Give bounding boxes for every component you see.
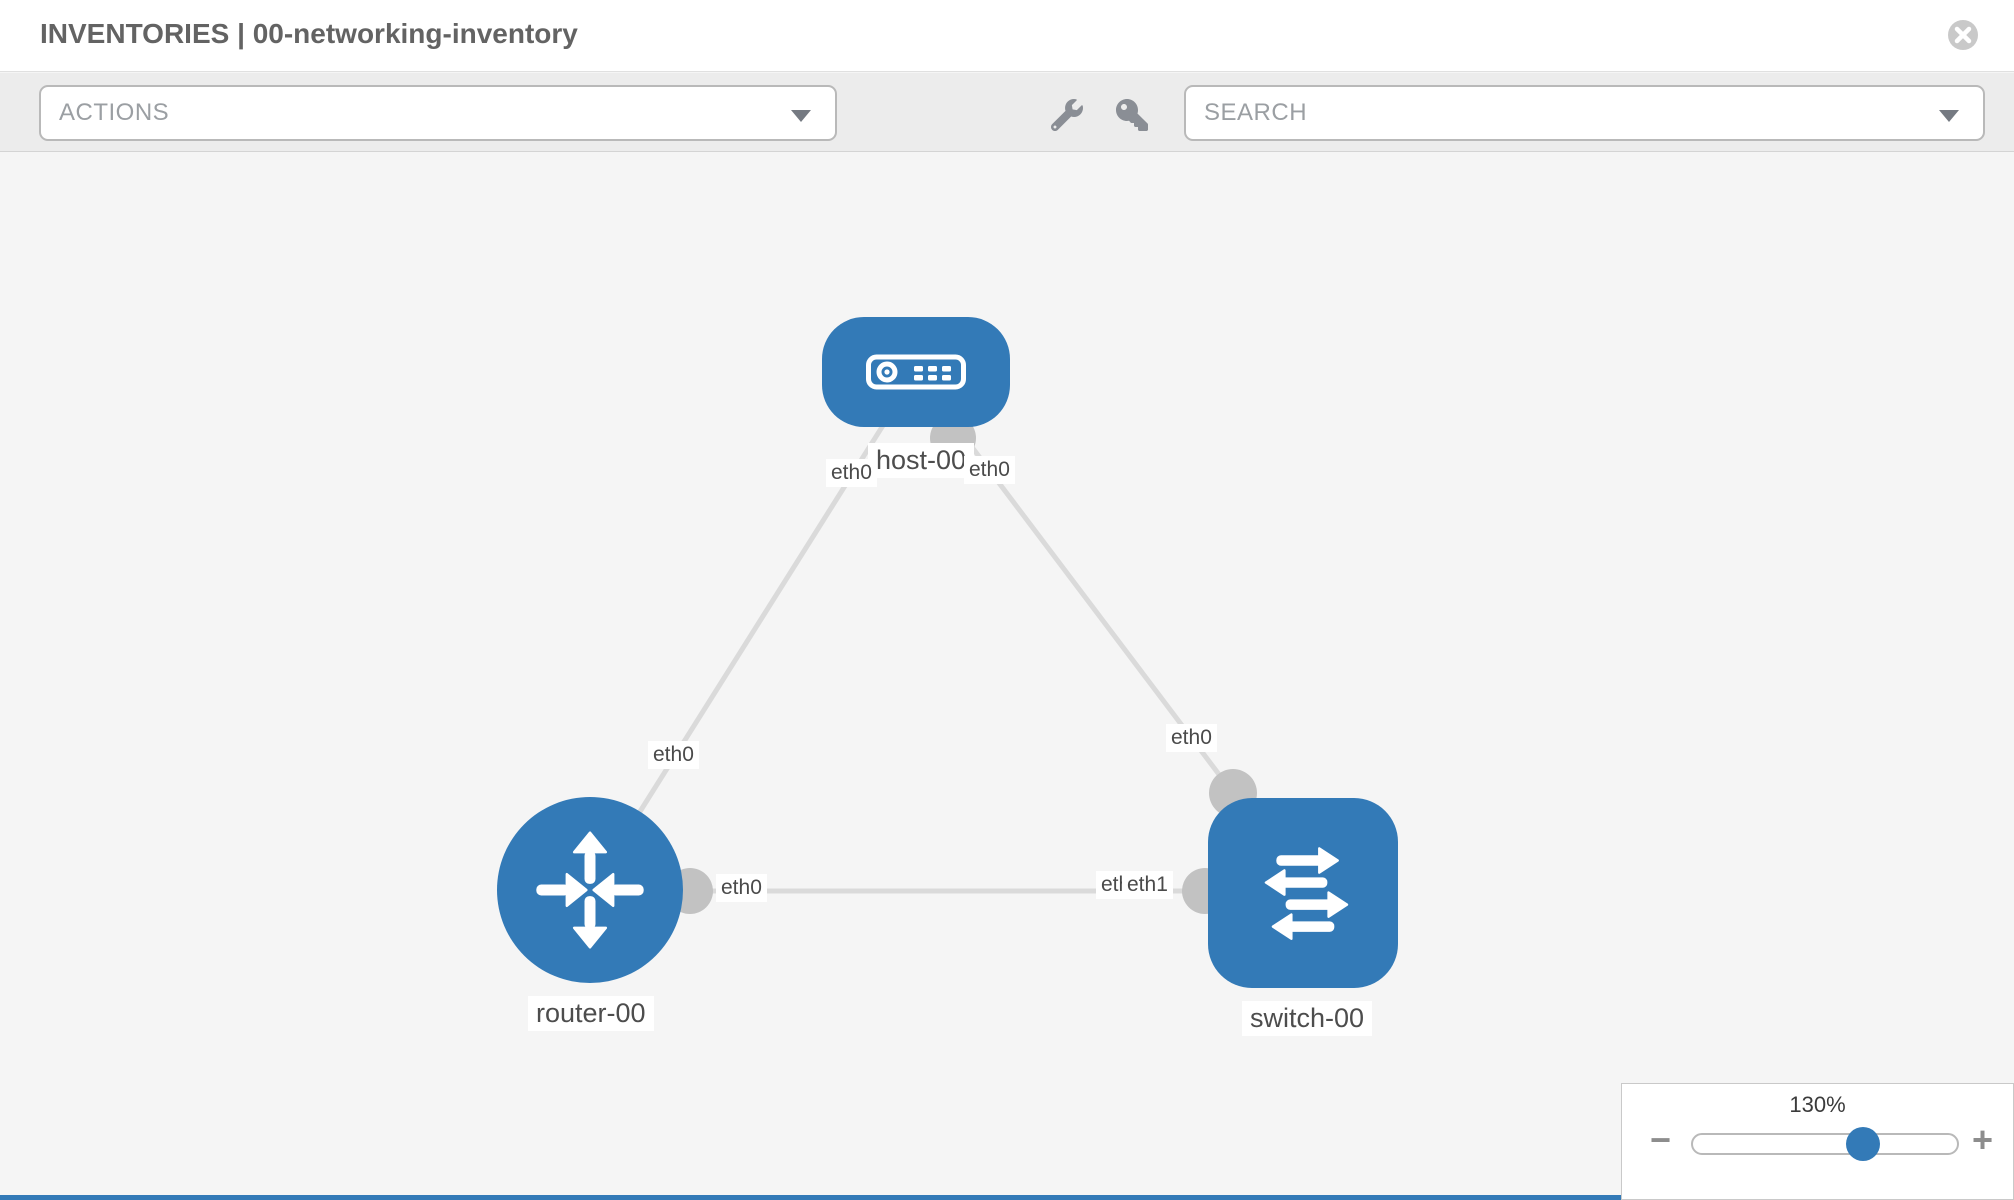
actions-dropdown[interactable]: ACTIONS [39,85,837,141]
iface-label-switch-top: eth0 [1166,724,1217,753]
zoom-out-button[interactable]: − [1650,1119,1672,1160]
node-host-00[interactable] [822,317,1010,427]
iface-label-host-right: eth0 [964,456,1015,485]
iface-label-router-right: eth0 [716,874,767,903]
zoom-control: 130% − + [1621,1083,2014,1200]
iface-label-host-left: eth0 [826,459,877,488]
zoom-slider-track[interactable] [1691,1133,1959,1155]
bottom-accent-bar [0,1195,1621,1200]
wrench-icon [1051,99,1083,131]
chevron-down-icon [791,110,811,122]
iface-label-switch-mid: eth1 [1122,871,1173,900]
switch-icon [1264,847,1349,940]
host-icon [866,354,966,390]
topology-canvas[interactable]: host-00 router-00 switch-00 eth0 eth0 et… [0,153,2014,1200]
toolbar: ACTIONS SEARCH [0,73,2014,152]
actions-dropdown-label: ACTIONS [59,99,170,126]
iface-label-switch-mid-under: eth0 [1096,871,1126,900]
link-layer [587,371,1306,914]
close-icon [1954,26,1972,44]
credentials-button[interactable] [1115,98,1149,132]
search-dropdown[interactable]: SEARCH [1184,85,1985,141]
node-switch-00[interactable] [1208,798,1398,988]
router-icon [536,831,644,949]
iface-label-router-link-host: eth0 [648,741,699,770]
zoom-in-button[interactable]: + [1972,1119,1994,1160]
page-title: INVENTORIES | 00-networking-inventory [40,18,578,49]
chevron-down-icon [1939,110,1959,122]
zoom-level-value: 130% [1789,1092,1846,1117]
search-dropdown-label: SEARCH [1204,99,1308,126]
node-label-switch: switch-00 [1242,1001,1373,1037]
node-label-host: host-00 [868,443,975,479]
configure-button[interactable] [1050,98,1084,132]
header: INVENTORIES | 00-networking-inventory [0,0,2014,72]
node-label-router: router-00 [528,996,654,1032]
node-router-00[interactable] [497,797,683,983]
close-button[interactable] [1948,20,1978,50]
zoom-slider-thumb[interactable] [1846,1127,1880,1161]
key-icon [1116,99,1148,131]
